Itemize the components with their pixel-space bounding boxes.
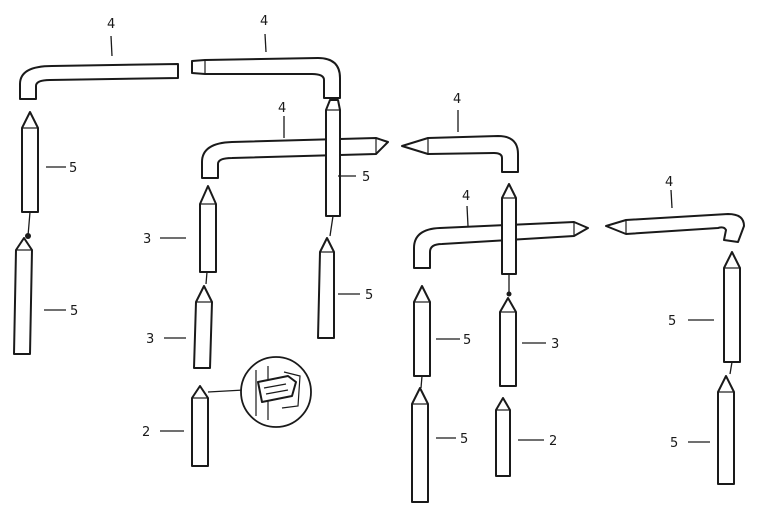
column-3-lower-tube bbox=[317, 237, 335, 339]
column-1-upper-tube bbox=[21, 111, 39, 213]
callout-col3-upper: 5 bbox=[362, 170, 370, 185]
callout-horn-top-a: 4 bbox=[107, 17, 115, 32]
callout-horn-middle-a: 4 bbox=[278, 101, 286, 116]
magnified-joint-detail bbox=[240, 356, 312, 428]
callout-col2-middle: 3 bbox=[146, 332, 154, 347]
horn-section-middle-left bbox=[201, 137, 389, 179]
column-2-middle-tube bbox=[193, 285, 213, 369]
horn-section-top-right bbox=[191, 57, 341, 99]
callout-leaders bbox=[44, 33, 714, 443]
callout-col2-upper: 3 bbox=[143, 232, 151, 247]
callout-col1-upper: 5 bbox=[69, 161, 77, 176]
column-6-lower-tube bbox=[717, 375, 735, 485]
column-2-upper-tube bbox=[199, 185, 217, 273]
column-5-bottom-tube bbox=[495, 397, 511, 477]
callout-horn-lower-a: 4 bbox=[462, 189, 470, 204]
callout-col5-lower: 2 bbox=[549, 434, 557, 449]
column-4-upper-tube bbox=[413, 285, 431, 377]
callout-col3-lower: 5 bbox=[365, 288, 373, 303]
callout-horn-lower-b: 4 bbox=[665, 175, 673, 190]
column-6-upper-tube bbox=[723, 251, 741, 363]
callout-labels: 4 4 4 4 4 4 5 5 3 3 2 5 5 5 5 3 2 5 5 bbox=[69, 14, 678, 451]
callout-col4-upper: 5 bbox=[463, 333, 471, 348]
column-5-middle-tube bbox=[499, 297, 517, 387]
column-2-bottom-tube bbox=[191, 385, 245, 467]
horn-section-lower-left bbox=[413, 221, 589, 269]
joint-marker bbox=[506, 291, 512, 297]
joint-marker bbox=[25, 233, 31, 239]
callout-col2-lower: 2 bbox=[142, 425, 150, 440]
callout-horn-middle-b: 4 bbox=[453, 92, 461, 107]
callout-col1-lower: 5 bbox=[70, 304, 78, 319]
horn-section-top-left bbox=[19, 63, 179, 100]
callout-col4-lower: 5 bbox=[460, 432, 468, 447]
horn-section-lower-right bbox=[605, 213, 745, 243]
callout-col6-lower: 5 bbox=[670, 436, 678, 451]
horn-section-middle-right bbox=[401, 135, 519, 173]
column-4-lower-tube bbox=[411, 387, 429, 503]
callout-horn-top-b: 4 bbox=[260, 14, 268, 29]
column-1-lower-tube bbox=[13, 237, 33, 355]
callout-col6-upper: 5 bbox=[668, 314, 676, 329]
column-3-upper-tube bbox=[325, 99, 341, 217]
column-5-upper-tube bbox=[501, 183, 517, 275]
callout-col5-middle: 3 bbox=[551, 337, 559, 352]
